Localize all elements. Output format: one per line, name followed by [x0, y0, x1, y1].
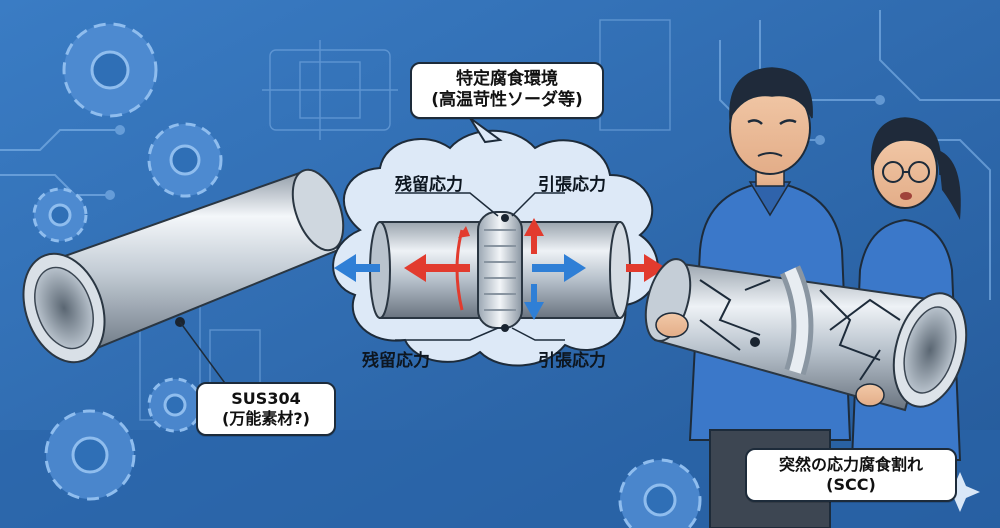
material-sublabel: (万能素材?): [222, 409, 310, 428]
residual-stress-label-bottom: 残留応力: [362, 351, 430, 371]
gear-icon: [62, 22, 158, 118]
environment-label: 特定腐食環境: [456, 69, 558, 89]
environment-sublabel: (高温苛性ソーダ等): [431, 90, 583, 111]
material-callout: SUS304 (万能素材?): [196, 382, 336, 436]
residual-stress-label-top: 残留応力: [395, 175, 463, 195]
result-sublabel: (SCC): [826, 475, 876, 494]
sparkle-icon: [940, 472, 980, 512]
hand: [855, 383, 885, 407]
tensile-stress-label-bottom: 引張応力: [538, 351, 606, 371]
sus304-pipe: [22, 168, 345, 364]
gear-icon: [32, 187, 88, 243]
result-callout: 突然の応力腐食割れ (SCC): [745, 448, 957, 502]
material-label: SUS304: [231, 389, 301, 408]
cracked-pipe: [644, 258, 968, 412]
tensile-arrows: [334, 218, 666, 320]
tensile-stress-label-top: 引張応力: [538, 175, 606, 195]
hand: [655, 312, 689, 338]
welded-pipe: [369, 211, 631, 332]
environment-callout: 特定腐食環境 (高温苛性ソーダ等): [410, 62, 604, 119]
gear-icon: [147, 122, 223, 198]
gear-icon: [618, 458, 702, 528]
result-label: 突然の応力腐食割れ: [778, 455, 923, 474]
gear-icon: [44, 409, 136, 501]
gear-icon: [147, 377, 203, 433]
